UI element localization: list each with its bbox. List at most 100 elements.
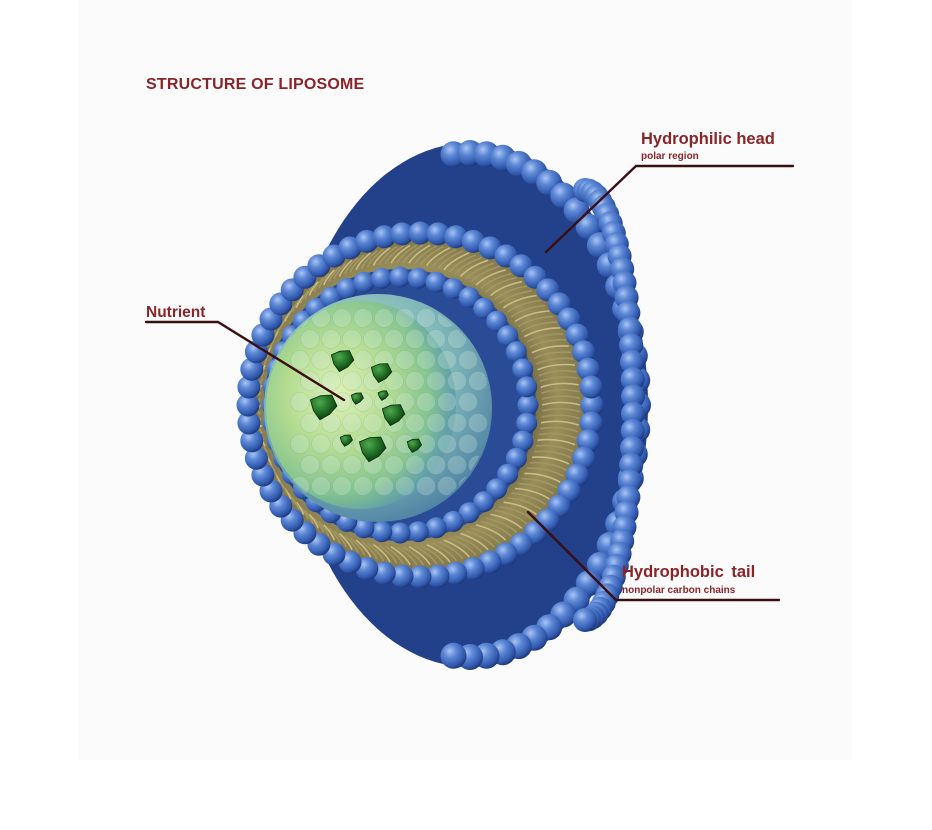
tail-strand xyxy=(511,492,546,506)
tail-strand xyxy=(344,256,359,275)
tail-strand xyxy=(437,250,464,269)
core-sphere xyxy=(437,434,457,454)
tail-strand xyxy=(287,305,296,317)
tail-strand xyxy=(414,545,438,565)
head-sphere xyxy=(505,447,527,469)
head-sphere xyxy=(371,267,393,289)
core-sphere xyxy=(384,329,404,349)
figure-title: STRUCTURE OF LIPOSOME xyxy=(146,76,365,93)
nutrient-label: Nutrient xyxy=(146,304,206,321)
head-sphere xyxy=(355,229,379,253)
tail-strand xyxy=(480,272,512,289)
tail-strand xyxy=(526,333,564,343)
tail-strand xyxy=(408,546,431,566)
head-sphere xyxy=(576,357,600,381)
tail-strand xyxy=(503,501,538,516)
head-sphere xyxy=(512,358,534,380)
head-sphere xyxy=(516,376,538,398)
core-sphere xyxy=(374,476,394,496)
head-sphere xyxy=(458,502,480,524)
tail-strand xyxy=(333,262,347,280)
tail-strand xyxy=(390,546,411,566)
head-sphere xyxy=(473,491,495,513)
nutrient-particle xyxy=(350,392,364,405)
core-sphere xyxy=(342,371,362,391)
tail-strand xyxy=(534,450,572,459)
tail-strand xyxy=(295,501,305,515)
tail-strand xyxy=(535,444,574,452)
tail-strand xyxy=(514,487,550,500)
tail-strand xyxy=(448,254,477,273)
core-sphere xyxy=(300,329,320,349)
head-sphere xyxy=(353,517,375,539)
tail-strand xyxy=(295,295,305,308)
core-sphere xyxy=(321,455,341,475)
core-sphere xyxy=(447,455,467,475)
tail-strand xyxy=(498,289,533,305)
tail-strand xyxy=(355,539,372,558)
tail-strand xyxy=(344,535,359,553)
head-sphere xyxy=(573,608,597,632)
core-sphere xyxy=(395,350,415,370)
core-sphere xyxy=(384,455,404,475)
nutrient-particle xyxy=(377,390,389,401)
head-sphere xyxy=(497,325,519,347)
core-sphere xyxy=(311,476,331,496)
tail-strand xyxy=(541,414,580,420)
head-sphere xyxy=(407,267,429,289)
core-sphere xyxy=(426,329,446,349)
head-sphere xyxy=(505,341,527,363)
head-sphere xyxy=(237,411,261,435)
tail-strand xyxy=(263,445,268,453)
tail-strand xyxy=(402,546,425,566)
nutrient-particles xyxy=(309,350,423,463)
tail-strand xyxy=(521,321,557,333)
tail-strand xyxy=(529,339,567,348)
tail-strand xyxy=(533,351,572,360)
tail-strand xyxy=(449,537,477,556)
core-sphere xyxy=(342,329,362,349)
core-sphere xyxy=(416,476,436,496)
core-sphere xyxy=(468,413,488,433)
tail-strand xyxy=(420,544,445,564)
tail-strand xyxy=(489,280,523,297)
core-sphere xyxy=(405,455,425,475)
tail-strand xyxy=(535,357,574,365)
nutrient-particle xyxy=(309,394,338,421)
head-sphere xyxy=(516,412,538,434)
tail-strand xyxy=(308,281,319,296)
core-sphere xyxy=(321,329,341,349)
core-sphere xyxy=(321,413,341,433)
tail-strand xyxy=(396,546,418,566)
core-sphere xyxy=(447,413,467,433)
head-sphere xyxy=(408,565,432,589)
tail-strand xyxy=(396,244,418,264)
hydrophilic-head-sublabel: polar region xyxy=(641,151,699,162)
head-sphere xyxy=(486,310,508,332)
core-sphere xyxy=(342,455,362,475)
core-sphere xyxy=(363,329,383,349)
tail-strand xyxy=(460,532,489,551)
core-sphere xyxy=(342,413,362,433)
head-sphere xyxy=(408,221,432,245)
core-sphere xyxy=(290,350,310,370)
head-sphere xyxy=(442,510,464,532)
nutrient-particle xyxy=(406,438,423,453)
core-sphere xyxy=(374,308,394,328)
head-sphere xyxy=(486,478,508,500)
tail-strand xyxy=(514,310,550,323)
tail-strand xyxy=(490,513,523,529)
tail-strand xyxy=(521,477,558,489)
nutrient-particle xyxy=(339,434,353,447)
head-sphere xyxy=(517,394,539,416)
nutrient-particle xyxy=(330,350,355,373)
tail-strand xyxy=(390,244,411,264)
tail-strand xyxy=(465,262,495,280)
head-sphere xyxy=(244,446,268,470)
tail-strand xyxy=(503,294,537,309)
tail-strand xyxy=(257,391,262,396)
head-sphere xyxy=(579,411,603,435)
head-sphere xyxy=(236,393,260,417)
core-sphere xyxy=(416,308,436,328)
head-sphere xyxy=(389,522,411,544)
